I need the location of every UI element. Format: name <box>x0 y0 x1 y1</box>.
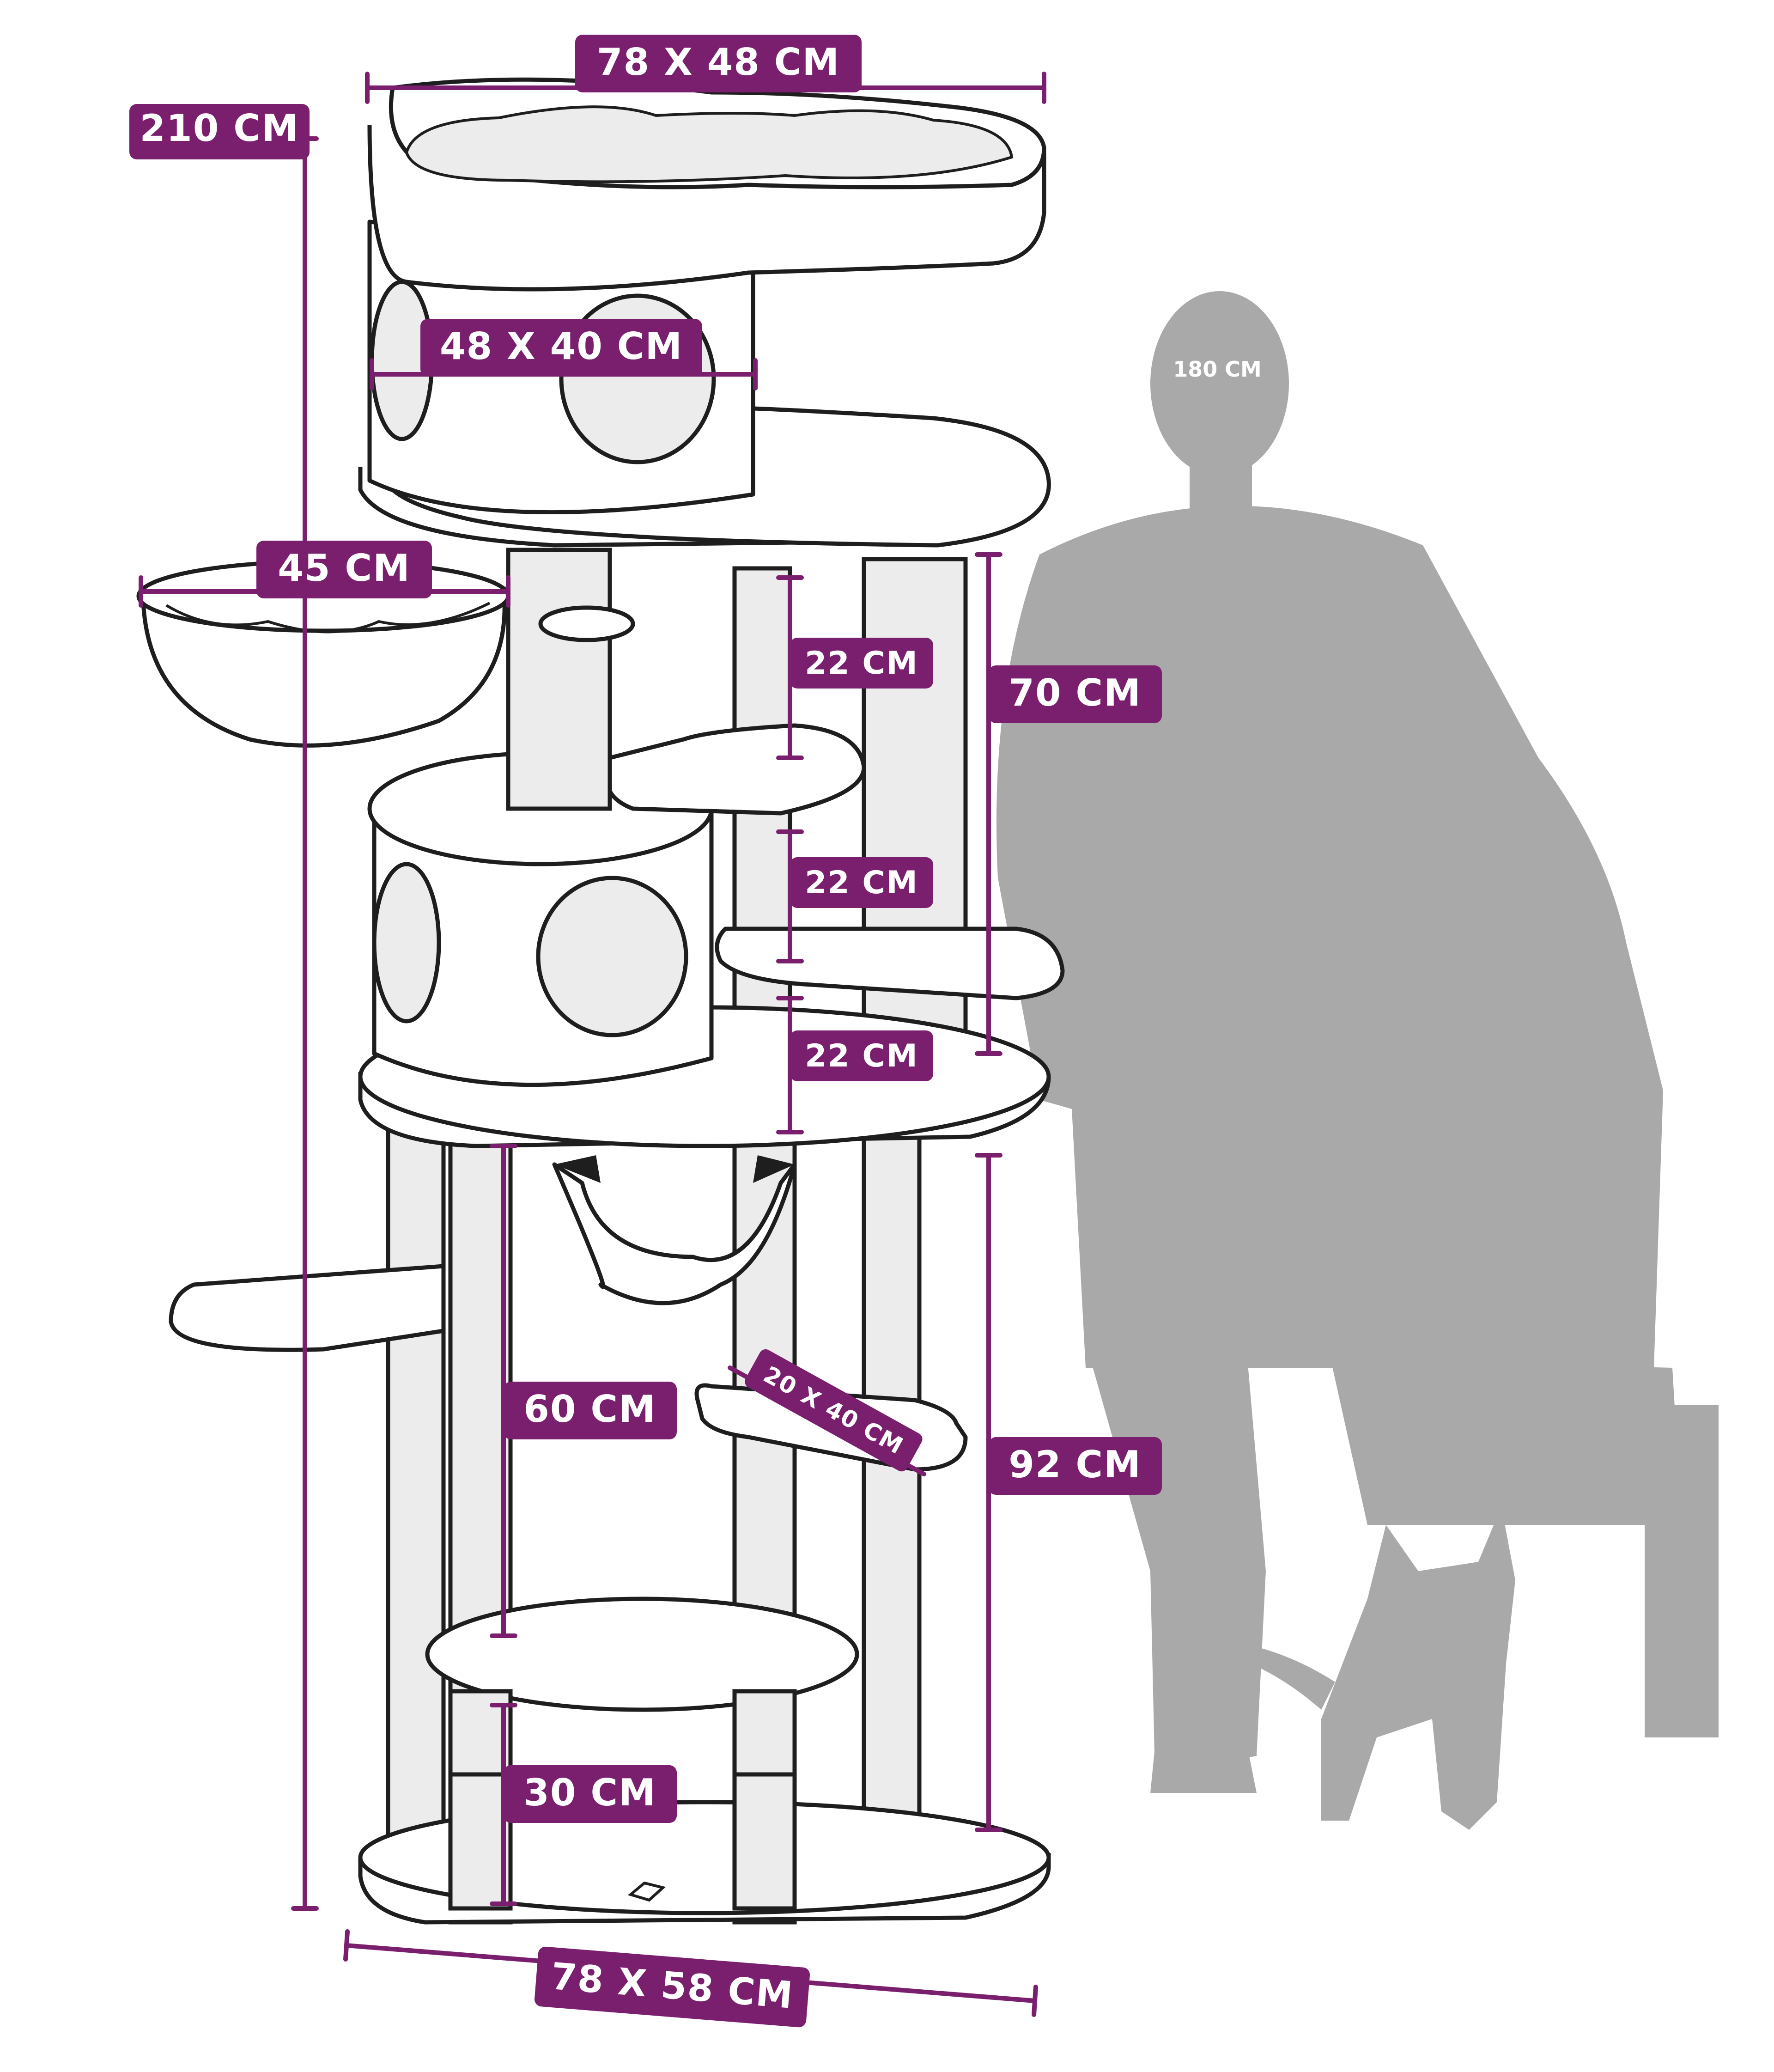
label-step-1: 22 CM <box>805 645 918 682</box>
label-base-group: 78 X 58 CM <box>534 1946 810 2028</box>
cat-tree <box>136 77 1065 1925</box>
basket-cushion <box>165 602 491 634</box>
label-basket-bg <box>256 541 432 598</box>
label-total-height-bg <box>129 104 310 159</box>
platform-center-step <box>604 723 866 816</box>
label-lower-posts-bg <box>989 1437 1162 1495</box>
label-bottom-post: 30 CM <box>523 1771 656 1814</box>
label-mid-post: 60 CM <box>523 1388 656 1431</box>
post-front-right-base <box>732 1689 797 1777</box>
label-condo-top-bg <box>420 319 702 377</box>
top-bed-cushion <box>405 105 1014 183</box>
label-step-3: 22 CM <box>805 1038 918 1074</box>
post-front-right-lower <box>732 1767 797 1911</box>
label-basket: 45 CM <box>278 547 411 590</box>
label-step-2-bg <box>790 857 933 908</box>
base-logo-tag <box>627 1881 666 1902</box>
post-collar <box>538 605 635 642</box>
condo-lower-front-hole <box>536 876 688 1037</box>
label-bottom-post-bg <box>504 1765 677 1823</box>
label-condo-top: 48 X 40 CM <box>440 325 683 368</box>
label-step-1-bg <box>790 638 933 689</box>
post-back-left <box>386 1107 446 1851</box>
label-top-bed-bg <box>575 35 862 92</box>
label-top-bed: 78 X 48 CM <box>597 41 840 84</box>
platform-low-round <box>425 1597 859 1712</box>
cat-silhouette <box>1164 1506 1515 1830</box>
label-step-2: 22 CM <box>805 865 918 901</box>
hammock-straps <box>554 1155 795 1183</box>
platform-right-step <box>715 926 1065 1000</box>
label-lower-posts: 92 CM <box>1009 1443 1142 1486</box>
label-upper-posts-bg <box>989 665 1162 723</box>
hammock <box>552 1162 797 1305</box>
post-back-right <box>862 1107 922 1851</box>
base-plate <box>358 1800 1051 1915</box>
post-front-left-lower <box>448 1767 513 1911</box>
label-mid-post-bg <box>504 1382 677 1439</box>
label-step-3-bg <box>790 1030 933 1081</box>
label-total-height: 210 CM <box>140 107 299 150</box>
post-upper-center <box>506 548 612 811</box>
label-upper-posts: 70 CM <box>1009 671 1142 714</box>
person-silhouette <box>996 291 1719 1793</box>
label-small-platform-bg <box>745 1349 923 1472</box>
label-person-height: 180 CM <box>1173 357 1262 382</box>
label-base-bg <box>534 1946 810 2028</box>
condo-lower-side-hole <box>372 862 441 1024</box>
